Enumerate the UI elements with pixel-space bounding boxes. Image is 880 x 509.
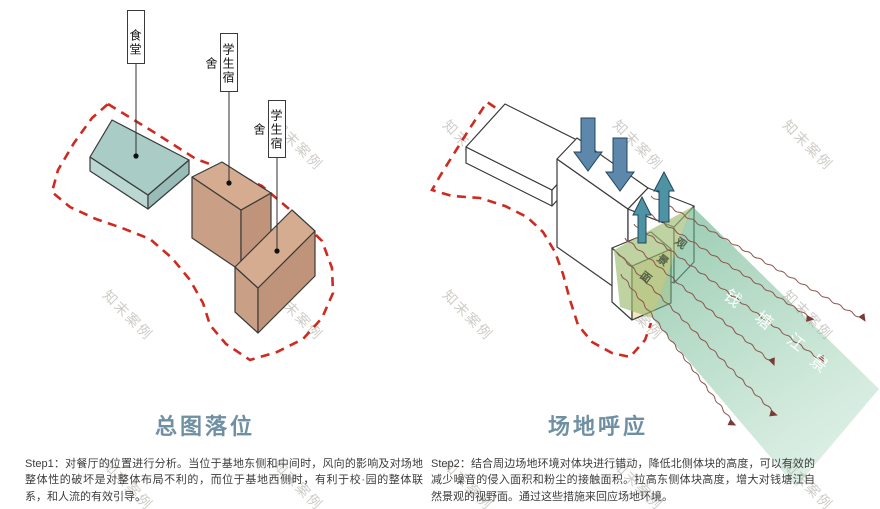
- view-wave-arrow: [620, 273, 737, 426]
- building-label-dorm-1: 学生宿舍: [204, 33, 238, 92]
- view-face-char: 观: [672, 235, 689, 252]
- river-view-fan: [652, 206, 879, 487]
- river-view-char: 景: [806, 350, 832, 377]
- view-wave-arrow: [633, 223, 825, 364]
- view-wave-arrow: [642, 209, 815, 322]
- canteen-box: [89, 119, 190, 210]
- river-view-char: 钱: [720, 285, 746, 312]
- step1-caption: Step1：对餐厅的位置进行分析。当位于基地东侧和中间时，风向的影响及对场地整体…: [25, 458, 423, 503]
- river-view-char: 塘: [751, 307, 777, 334]
- step2-title: 场地呼应: [547, 414, 648, 440]
- view-wave-lines: [616, 195, 866, 426]
- raise-block-arrows: [632, 170, 675, 244]
- view-face-char: 景: [654, 252, 671, 269]
- lower-block-arrows: [573, 117, 635, 192]
- down-arrow-icon: [605, 137, 635, 192]
- up-arrow-icon: [632, 195, 652, 244]
- up-arrow-icon: [653, 170, 675, 223]
- view-wave-arrow: [650, 195, 866, 322]
- step2-caption: Step2：结合周边场地环境对体块进行错动，降低北侧体块的高度，可以有效的减少噪…: [431, 458, 815, 503]
- building-label-dorm-2: 学生宿舍: [252, 100, 286, 158]
- building-label-canteen: 食堂: [127, 10, 145, 64]
- dorm-box-2: [234, 209, 316, 334]
- step1-title: 总图落位: [154, 414, 255, 440]
- river-view-char: 江: [783, 329, 809, 356]
- down-arrow-icon: [573, 117, 603, 172]
- view-wave-arrow: [624, 237, 775, 366]
- view-wave-arrow: [616, 251, 778, 417]
- view-face-char: 面: [637, 269, 654, 286]
- label-leader-lines: [133, 64, 280, 254]
- step1-site-boundary: [50, 102, 335, 362]
